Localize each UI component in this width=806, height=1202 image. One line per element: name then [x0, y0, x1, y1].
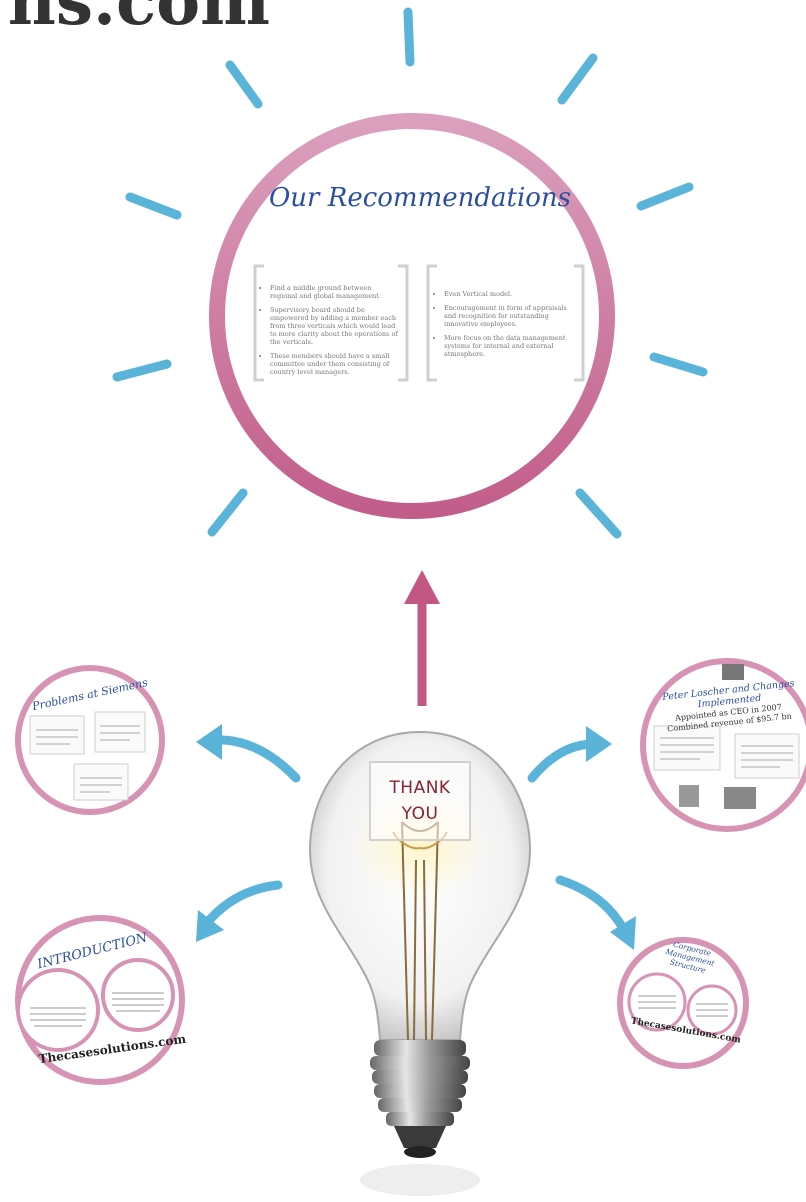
problems-card-lines [36, 725, 140, 793]
site-title-fragment: ns.com [0, 0, 270, 38]
left-bullet: These members should have a small commit… [270, 352, 400, 376]
up-arrow [404, 570, 440, 706]
ray [636, 182, 694, 211]
text-brackets [253, 264, 585, 382]
recommendations-right-column: Even Vertical model. Encouragement in fo… [436, 290, 576, 364]
thank-you-line1: THANK [389, 778, 451, 798]
intro-inner-ring-left [16, 968, 100, 1052]
right-bullet: Encouragement in form of appraisals and … [444, 304, 576, 328]
ray [575, 488, 622, 539]
arrow-to-peter [527, 739, 599, 783]
right-bullet: Even Vertical model. [444, 290, 576, 298]
intro-text-lines [30, 992, 164, 1027]
arrow-heads [196, 724, 636, 950]
recommendations-title: Our Recommendations [268, 183, 572, 213]
right-bullet: More focus on the data management system… [444, 334, 576, 358]
ray [112, 359, 172, 382]
ray [125, 192, 182, 220]
ray [557, 53, 598, 105]
intro-inner-ring-right [101, 958, 175, 1032]
peter-cards [653, 725, 800, 779]
arrow-to-introduction [201, 880, 283, 929]
thank-you-text: THANK YOU [368, 775, 472, 827]
recommendations-left-column: Find a middle ground between regional an… [262, 284, 400, 382]
peter-images [679, 664, 756, 809]
thank-you-line2: YOU [401, 804, 439, 824]
ray [649, 352, 708, 377]
bulb-thank-you-frame [369, 761, 471, 841]
peter-card-lines [660, 737, 793, 768]
ray [207, 488, 248, 537]
corp-text-lines [638, 995, 728, 1017]
problems-cards [29, 711, 146, 801]
sun-rays [112, 7, 708, 539]
recommendations-ring [209, 113, 615, 519]
light-bulb-illustration [308, 730, 532, 1196]
bulb-base [370, 1040, 470, 1158]
left-bullet: Find a middle ground between regional an… [270, 284, 400, 300]
bulb-reflection [360, 1164, 480, 1196]
arrow-to-corporate [555, 875, 629, 935]
arrow-to-problems [209, 735, 301, 783]
ray [225, 60, 263, 109]
ray [403, 7, 415, 67]
left-bullet: Supervisory board should be empowered by… [270, 306, 400, 346]
